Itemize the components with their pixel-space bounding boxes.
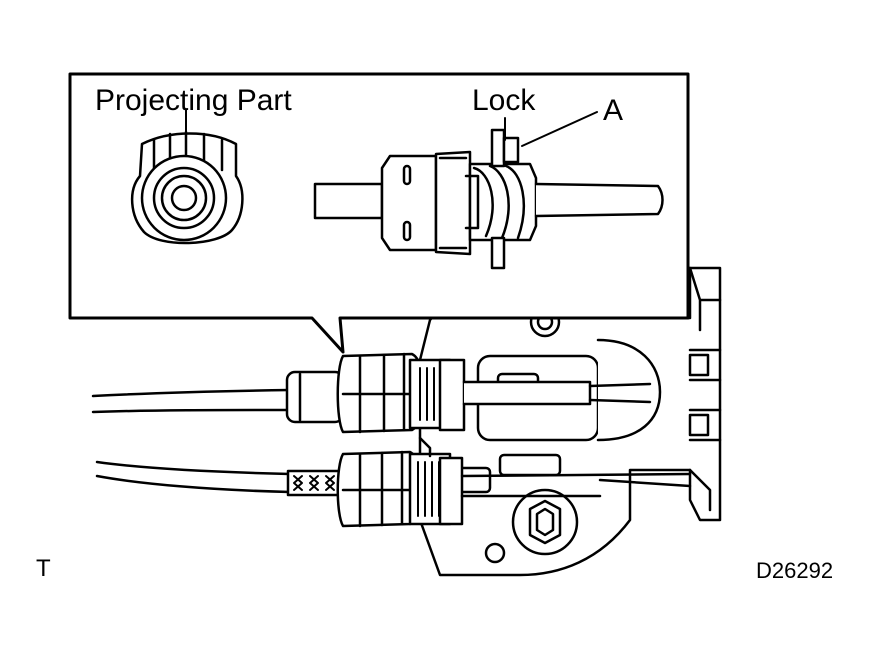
- lock-label: Lock: [472, 84, 536, 117]
- bracket-assembly: [418, 266, 722, 577]
- figure-code: D26292: [756, 558, 834, 583]
- connector-front-view: [130, 109, 244, 245]
- lower-cable: [95, 436, 692, 528]
- corner-mark: T: [36, 555, 51, 582]
- upper-cable: [91, 352, 652, 434]
- connector-side-view: [313, 111, 664, 270]
- part-a-label: A: [603, 94, 624, 127]
- projecting-part-label: Projecting Part: [95, 84, 292, 117]
- hex-bolt: [511, 488, 579, 556]
